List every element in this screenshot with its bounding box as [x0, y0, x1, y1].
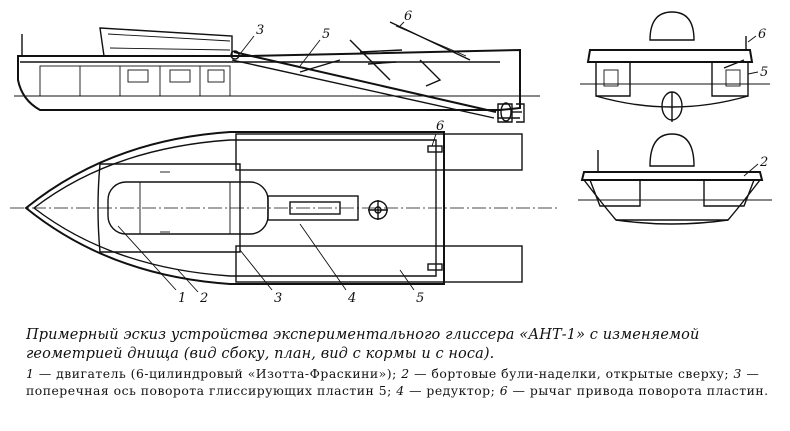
label-6-side: 6 — [404, 9, 412, 24]
legend-text-6: рычаг привода поворота пластин. — [529, 383, 769, 398]
legend-num-2: 2 — [401, 366, 410, 381]
label-6-plan: 6 — [436, 119, 444, 134]
legend-text-2: бортовые були-наделки, открытые сверху — [431, 366, 725, 381]
legend-text-1: двигатель (6-цилиндровый «Изотта-Фраскин… — [56, 366, 393, 381]
label-2-plan: 2 — [199, 291, 208, 306]
legend-num-3: 3 — [733, 366, 742, 381]
bow-view — [578, 133, 772, 225]
label-4-plan: 4 — [347, 291, 356, 306]
legend-num-1: 1 — [26, 366, 35, 381]
label-2-bow: 2 — [759, 155, 768, 170]
label-1-plan: 1 — [178, 291, 186, 306]
caption-legend: 1 — двигатель (6-цилиндровый «Изотта-Фра… — [26, 366, 769, 398]
label-5-side: 5 — [322, 27, 330, 42]
legend-text-3: поперечная ось поворота глиссирующих пла… — [26, 383, 388, 398]
legend-num-6: 6 — [499, 383, 509, 398]
stern-view — [580, 11, 770, 122]
plan-view — [10, 131, 560, 293]
label-5-stern: 5 — [760, 65, 768, 80]
side-view — [14, 21, 540, 123]
label-6-stern: 6 — [758, 27, 766, 42]
label-3-plan: 3 — [274, 291, 282, 306]
boat-sketch-figure: 3 5 6 1 2 3 4 5 6 6 5 2 — [10, 9, 772, 306]
caption-title: Примерный эскиз устройства экспериментал… — [26, 327, 700, 362]
figure-caption: Примерный эскиз устройства экспериментал… — [26, 326, 776, 399]
label-3-side: 3 — [256, 23, 264, 38]
label-5-plan: 5 — [416, 291, 424, 306]
legend-text-4: редуктор — [426, 383, 491, 398]
legend-num-4: 4 — [396, 383, 405, 398]
